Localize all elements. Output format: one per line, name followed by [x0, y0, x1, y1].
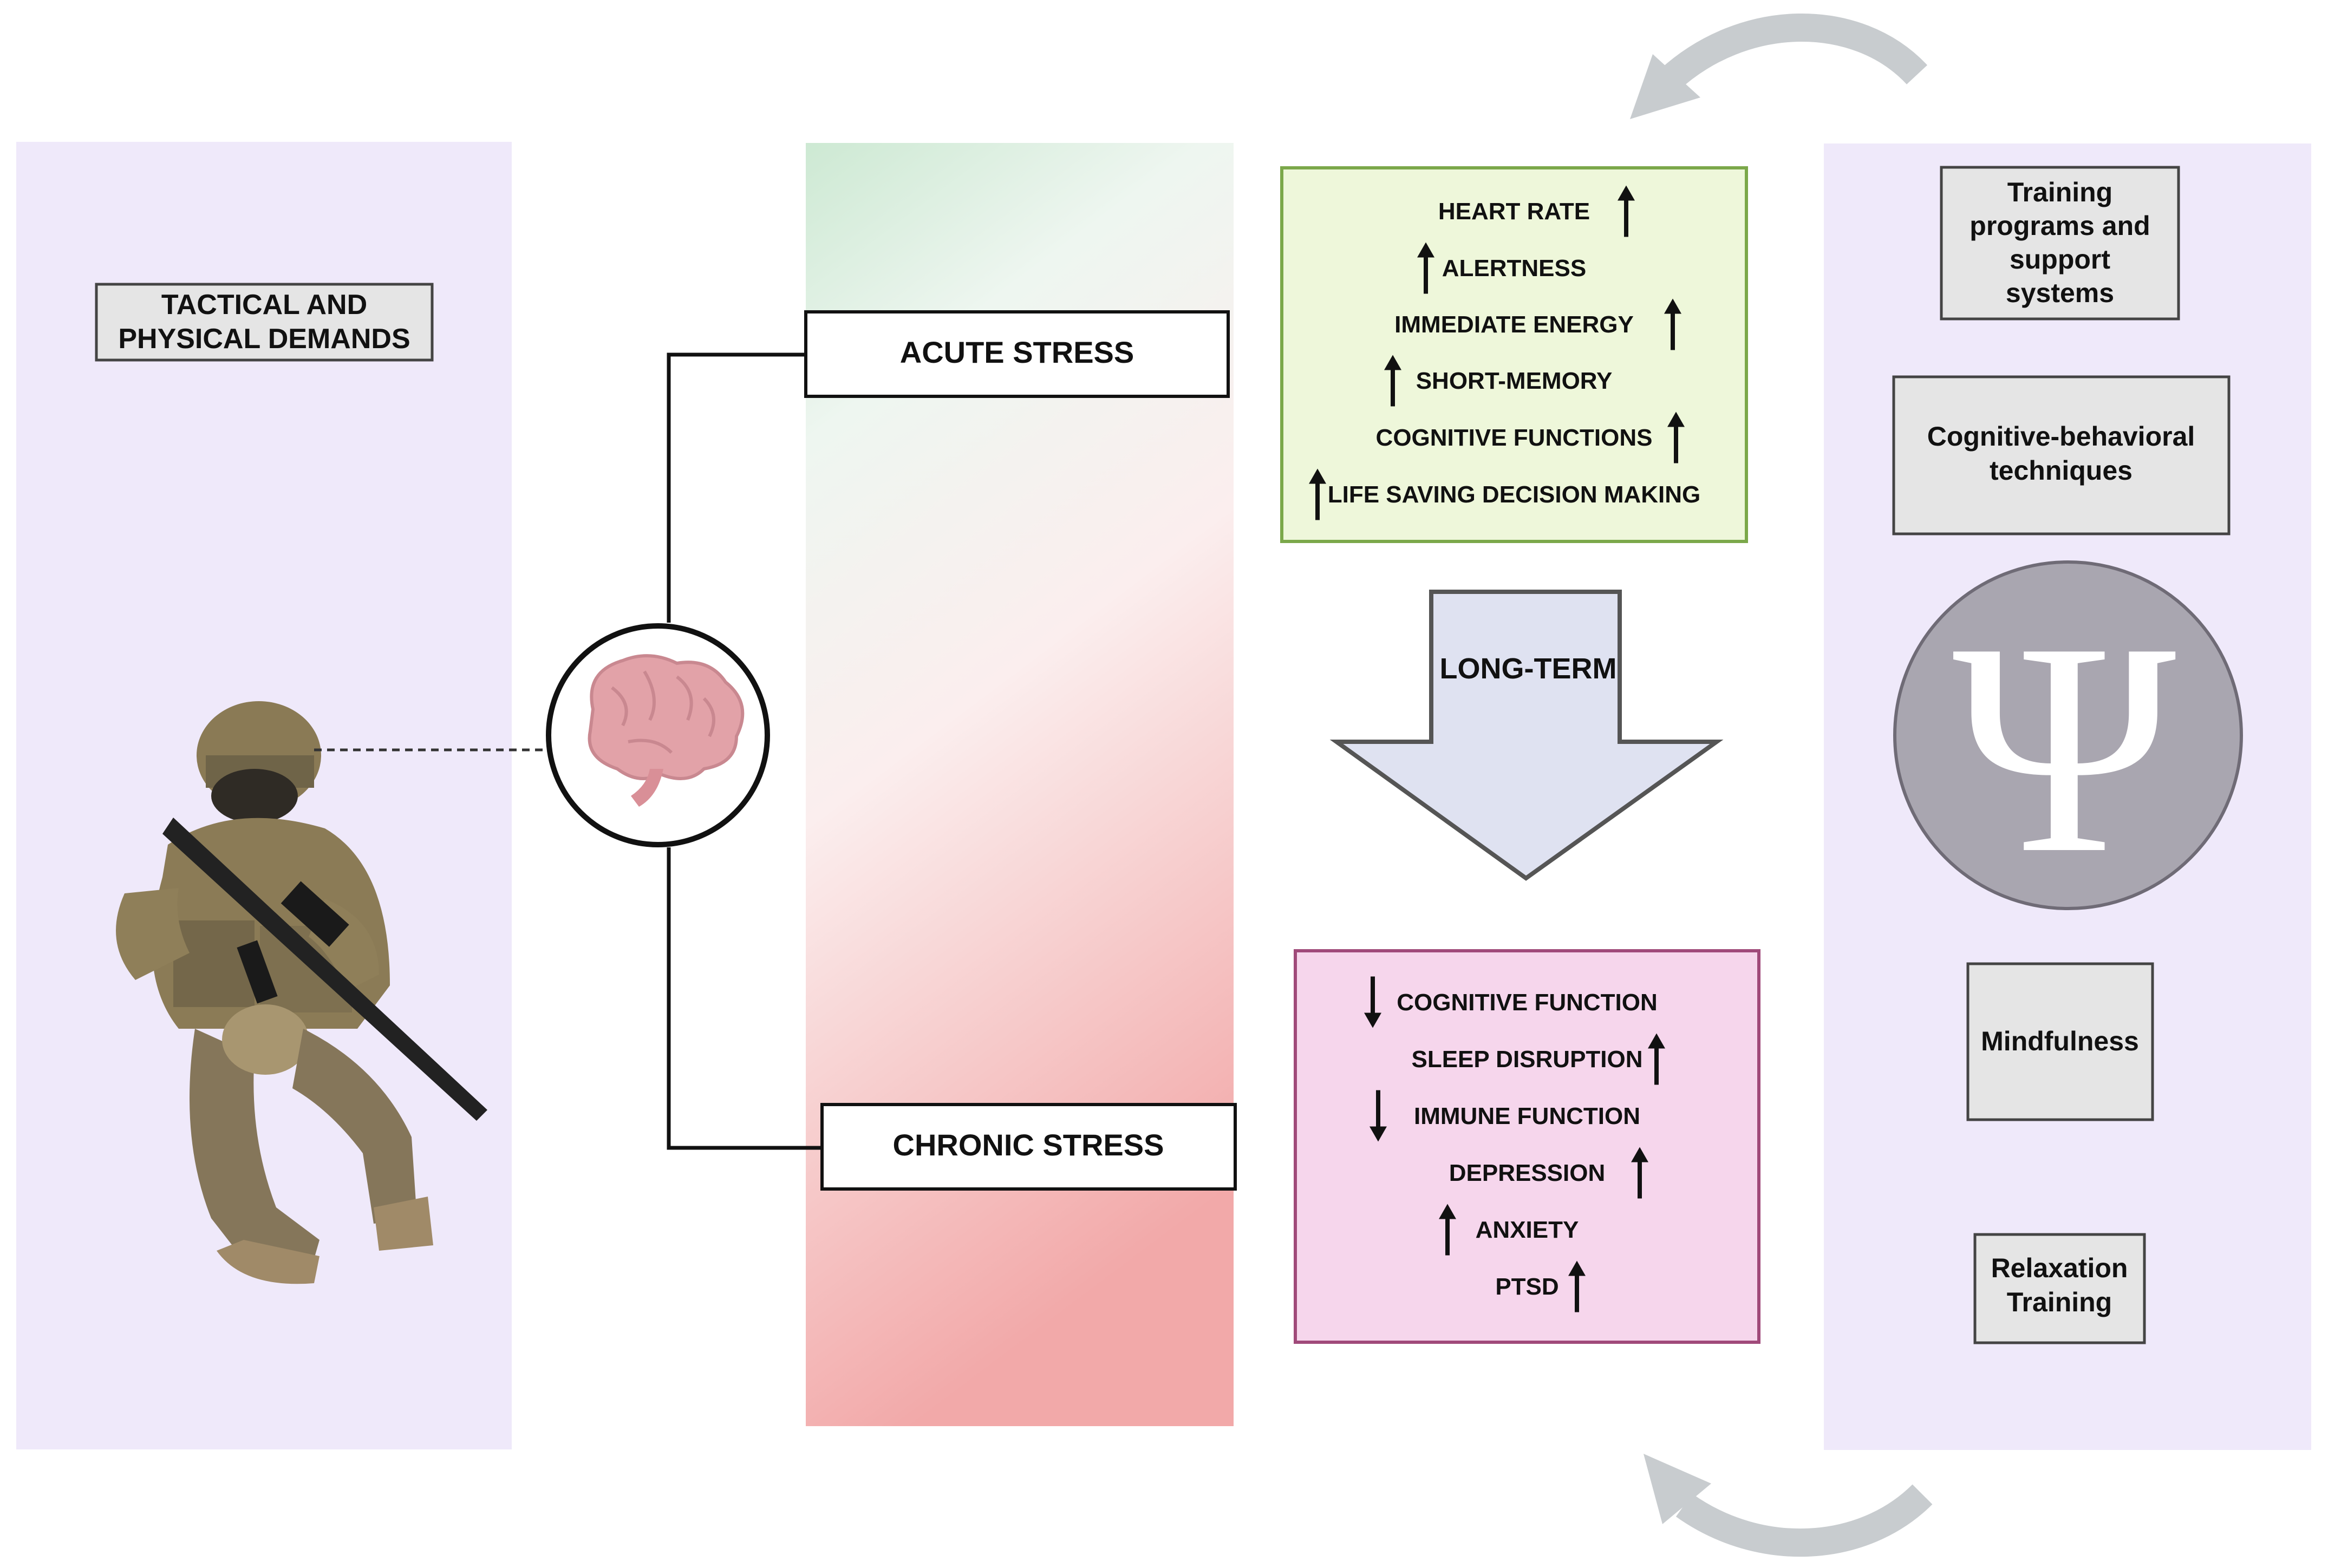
relaxation-label: Training: [2007, 1287, 2112, 1317]
tactical-demands-title-line1: TACTICAL AND: [161, 289, 367, 321]
acute-effects-box: [1280, 166, 1748, 543]
chronic-effect-label: IMMUNE FUNCTION: [1414, 1103, 1640, 1129]
chronic-effect-label: COGNITIVE FUNCTION: [1397, 989, 1658, 1016]
mindfulness-label: Mindfulness: [1981, 1026, 2139, 1056]
cbt-label: techniques: [1990, 455, 2133, 486]
chronic-stress-box: [820, 1103, 1237, 1191]
chronic-stress-label: CHRONIC STRESS: [893, 1128, 1164, 1162]
cbt-box: [1892, 375, 2231, 535]
arrow-down-icon: [1364, 1012, 1381, 1028]
chronic-effect-label: ANXIETY: [1476, 1217, 1579, 1243]
training-label: systems: [2006, 278, 2114, 308]
acute-stress-label: ACUTE STRESS: [900, 335, 1134, 369]
cycle-arrow-top-icon: [1630, 14, 1928, 119]
relaxation-label: Relaxation: [1991, 1253, 2128, 1283]
psi-icon: Ψ: [1952, 580, 2180, 916]
tactical-demands-title-line2: PHYSICAL DEMANDS: [118, 323, 410, 355]
long-term-arrow: [1329, 590, 1724, 881]
chronic-effect-label: SLEEP DISRUPTION: [1411, 1046, 1642, 1073]
training-box: [1940, 166, 2180, 321]
acute-effect-label: SHORT-MEMORY: [1416, 368, 1613, 394]
training-label: Training: [2007, 177, 2112, 207]
acute-effect-label: LIFE SAVING DECISION MAKING: [1328, 481, 1701, 508]
training-label: support: [2010, 244, 2110, 275]
effect-arrows: [1309, 185, 1685, 1312]
arrow-up-icon: [1439, 1204, 1456, 1219]
acute-stress-box: [804, 310, 1230, 398]
cycle-arrow-bottom-icon: [1644, 1454, 1933, 1557]
chronic-effect-label: DEPRESSION: [1449, 1160, 1606, 1186]
acute-connector: [667, 352, 807, 623]
acute-effect-label: IMMEDIATE ENERGY: [1394, 311, 1634, 338]
training-label: programs and: [1970, 211, 2150, 241]
arrow-up-icon: [1309, 468, 1326, 484]
tactical-demands-box: [95, 283, 434, 362]
acute-effect-label: ALERTNESS: [1442, 255, 1586, 282]
brain-icon: [588, 654, 745, 807]
soldier-figure: [116, 701, 487, 1284]
psi-circle: [1893, 560, 2243, 910]
relaxation-box: [1973, 1233, 2146, 1344]
acute-effect-label: COGNITIVE FUNCTIONS: [1376, 424, 1653, 451]
long-term-label: LONG-TERM: [1440, 652, 1617, 685]
arrow-up-icon: [1667, 411, 1685, 427]
acute-effect-label: HEART RATE: [1438, 198, 1590, 225]
arrow-up-icon: [1648, 1033, 1665, 1049]
chronic-connector: [667, 847, 822, 1150]
chronic-effect-label: PTSD: [1495, 1273, 1558, 1300]
arrow-up-icon: [1618, 185, 1635, 201]
arrow-up-icon: [1631, 1147, 1648, 1162]
arrow-up-icon: [1417, 242, 1434, 258]
mindfulness-box: [1966, 962, 2154, 1121]
arrow-down-icon: [1370, 1126, 1387, 1142]
arrow-up-icon: [1568, 1260, 1586, 1276]
arrow-up-icon: [1384, 355, 1401, 370]
cbt-label: Cognitive-behavioral: [1927, 421, 2195, 452]
arrow-up-icon: [1664, 298, 1681, 314]
